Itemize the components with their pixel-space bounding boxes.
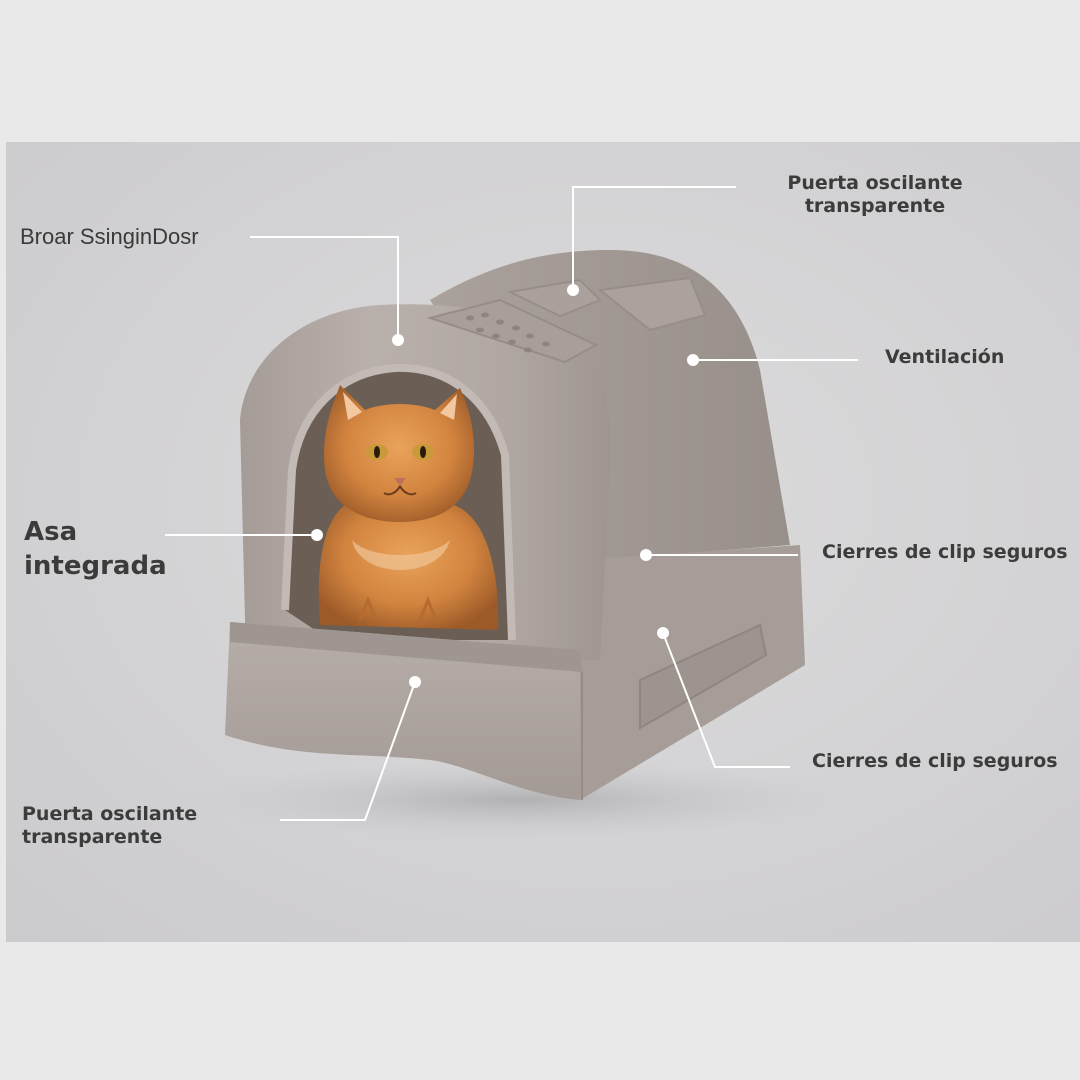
- doorway-rim: [281, 363, 516, 641]
- base-right-groove: [639, 623, 768, 730]
- callout-lines: [165, 186, 858, 821]
- cat: [318, 385, 499, 630]
- callout-dot-ventilation: [687, 354, 699, 366]
- callout-dot-clips-upper: [640, 549, 652, 561]
- label-clips-lower: Cierres de clip seguros: [812, 750, 1058, 772]
- label-ventilation: Ventilación: [885, 346, 1005, 368]
- vent-holes: [466, 312, 550, 353]
- label-door-top: Puerta oscilante transparente: [787, 172, 963, 217]
- callout-dot-door-top: [567, 284, 579, 296]
- label-door-bottom: Puerta oscilante transparente: [22, 803, 198, 848]
- drawer-lip: [230, 622, 582, 672]
- callout-line-door-top: [572, 186, 736, 290]
- label-handle: Asa integrada: [24, 517, 167, 581]
- cat-nose: [394, 478, 406, 486]
- callout-dot-door-bottom: [409, 676, 421, 688]
- drawer-front: [225, 622, 580, 800]
- label-broar: Broar SsinginDosr: [20, 224, 199, 249]
- callout-dot-handle: [311, 529, 323, 541]
- cat-head: [323, 385, 475, 522]
- callout-dots: [311, 284, 699, 688]
- callout-dot-clips-lower: [657, 627, 669, 639]
- label-clips-upper: Cierres de clip seguros: [822, 541, 1068, 563]
- callout-dot-broar: [392, 334, 404, 346]
- vent-panel-3: [597, 276, 707, 332]
- vent-panel-1: [426, 298, 599, 364]
- callout-line-door-bottom: [280, 681, 416, 821]
- callout-line-clips-lower: [662, 632, 790, 768]
- callout-line-broar: [250, 236, 399, 340]
